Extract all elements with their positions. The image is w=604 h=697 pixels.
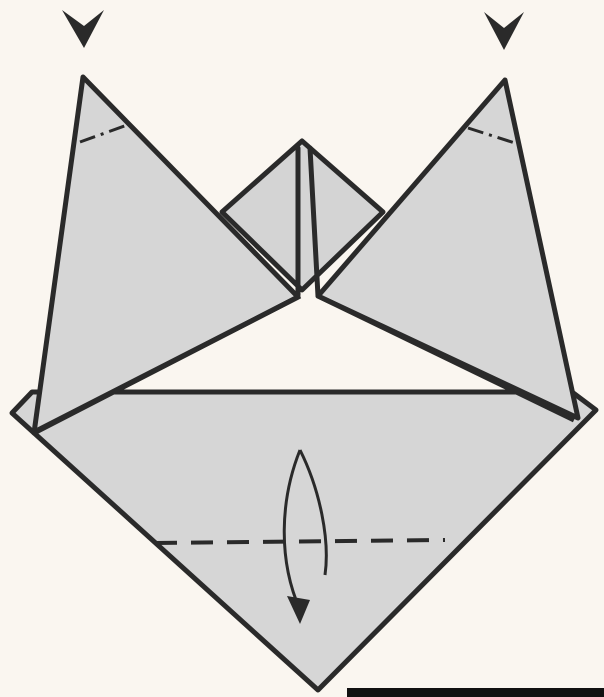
push-arrow-icon [62, 10, 104, 48]
bottom-rule [347, 688, 604, 697]
left-ear-flap [34, 77, 298, 433]
right-ear-flap [318, 80, 578, 418]
push-arrow-icon [484, 12, 524, 50]
